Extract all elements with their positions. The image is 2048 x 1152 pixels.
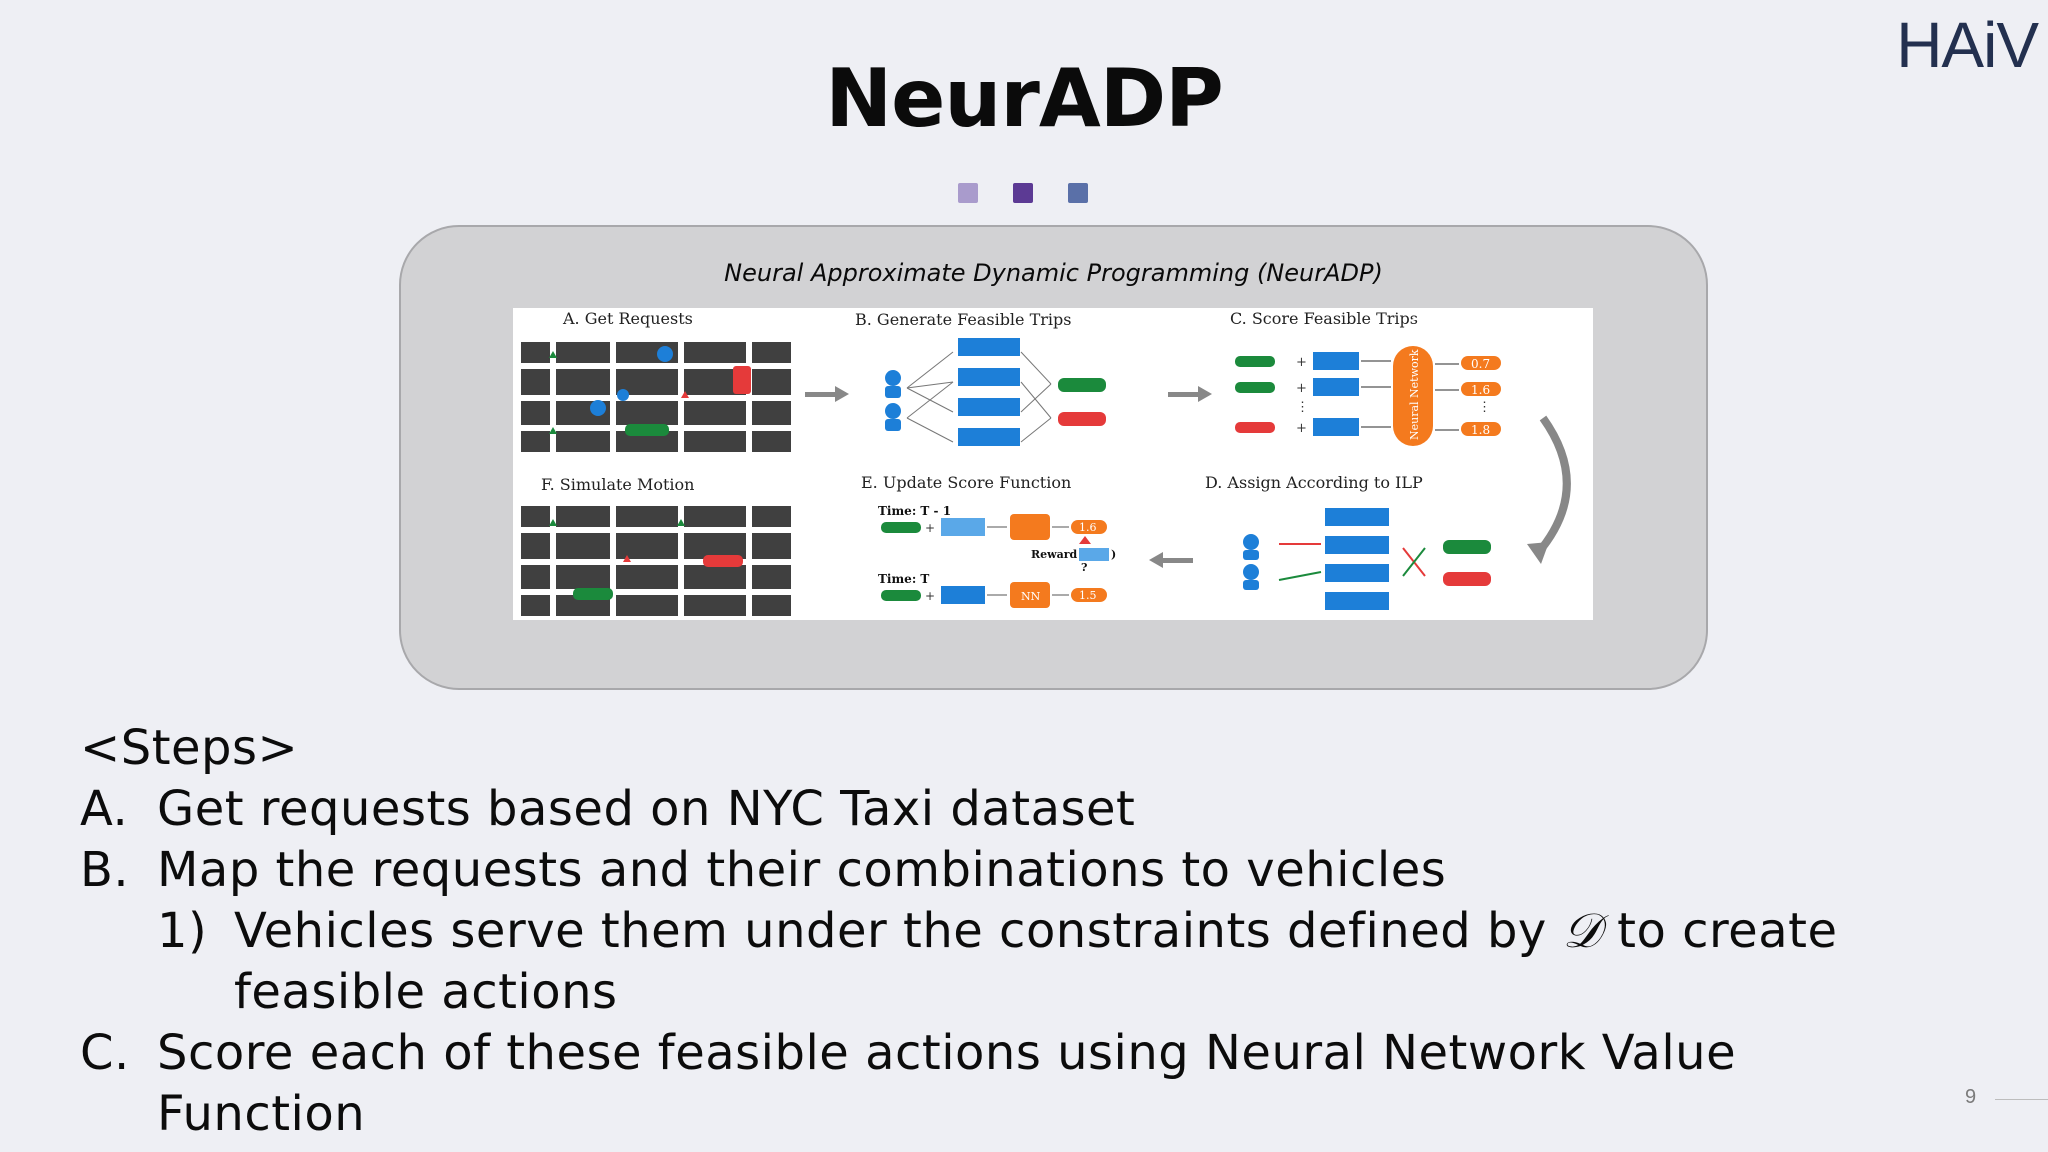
plus-c-3: +	[1296, 421, 1307, 436]
steps-list: <Steps> A. Get requests based on NYC Tax…	[80, 718, 1837, 1145]
nn-short-e: NN	[1021, 590, 1041, 603]
step-a-marker: A.	[80, 781, 129, 837]
plus-e-2: +	[925, 589, 935, 603]
slide-title: NeurADP	[825, 52, 1224, 145]
dot-2	[1013, 183, 1033, 203]
plus-e-1: +	[925, 521, 935, 535]
page-number: 9	[1965, 1086, 1977, 1108]
generate-trips-b	[885, 338, 1106, 446]
figure-title-e: E. Update Score Function	[861, 473, 1071, 492]
constraint-symbol: 𝒟	[1562, 903, 1602, 959]
dot-3	[1068, 183, 1088, 203]
city-grid-f	[521, 506, 791, 616]
haiv-logo: HAiV	[1896, 9, 2039, 81]
step-b-sub-1: 1) Vehicles serve them under the constra…	[80, 901, 1837, 962]
nn-label: Neural Network (NN)	[1408, 318, 1421, 440]
flow-arrows	[805, 386, 1212, 568]
step-c-text: Score each of these feasible actions usi…	[157, 1025, 1737, 1081]
vdots-c-2: ⋮	[1478, 400, 1491, 415]
diagram-caption: Neural Approximate Dynamic Programming (…	[724, 259, 1383, 287]
step-b-sub-text-before: Vehicles serve them under the constraint…	[234, 903, 1563, 959]
step-a-text: Get requests based on NYC Taxi dataset	[157, 781, 1136, 837]
score-e-bottom: 1.5	[1079, 589, 1097, 602]
step-b-sub-text-line2: feasible actions	[234, 964, 618, 1020]
step-b-sub-line2: feasible actions	[80, 962, 1837, 1023]
reward-label: Reward (	[1031, 548, 1086, 561]
figure-title-c: C. Score Feasible Trips	[1230, 309, 1418, 328]
figure-title-d: D. Assign According to ILP	[1205, 473, 1423, 492]
decorative-dots	[958, 183, 1088, 203]
step-b-text: Map the requests and their combinations …	[157, 842, 1447, 898]
time-curr-label: Time: T	[878, 572, 929, 586]
step-c-text-line2: Function	[157, 1086, 366, 1142]
score-e-top: 1.6	[1079, 521, 1097, 534]
step-b-sub-text: Vehicles serve them under the constraint…	[234, 901, 1837, 962]
steps-header: <Steps>	[80, 720, 299, 776]
step-b-sub-text-after: to create	[1601, 903, 1838, 959]
curved-arrow	[1534, 415, 1571, 556]
step-c-line2: Function	[80, 1084, 1837, 1145]
step-a: A. Get requests based on NYC Taxi datase…	[80, 779, 1837, 840]
plus-c-2: +	[1296, 381, 1307, 396]
vdots-c: ⋮	[1296, 400, 1309, 415]
dot-1	[958, 183, 978, 203]
step-c-marker: C.	[80, 1025, 130, 1081]
time-prev-label: Time: T - 1	[878, 504, 951, 518]
page-number-rule	[1995, 1099, 2048, 1100]
score-c-3: 1.8	[1471, 423, 1490, 437]
step-b-sub-marker: 1)	[157, 903, 208, 959]
score-c-1: 0.7	[1471, 357, 1490, 371]
reward-close: )	[1111, 548, 1116, 561]
city-grid-a	[521, 342, 791, 452]
assign-ilp-d	[1243, 508, 1491, 610]
step-b-marker: B.	[80, 842, 130, 898]
reward-question: ?	[1081, 561, 1087, 574]
figure-title-a: A. Get Requests	[562, 309, 693, 328]
plus-c-1: +	[1296, 355, 1307, 370]
figure-title-f: F. Simulate Motion	[541, 475, 694, 494]
step-c: C. Score each of these feasible actions …	[80, 1023, 1837, 1084]
figure-title-b: B. Generate Feasible Trips	[855, 310, 1072, 329]
update-score-e: Time: T - 1 + 1.6 Reward ( ) ? Time: T +…	[878, 504, 1116, 608]
neuradp-figure: A. Get Requests B. Generate Feasible Tri…	[513, 308, 1593, 620]
score-c-2: 1.6	[1471, 383, 1490, 397]
step-b: B. Map the requests and their combinatio…	[80, 840, 1837, 901]
score-trips-c: + + + ⋮ Neural Network (NN) 0.7 1.6 1.8	[1235, 318, 1501, 446]
